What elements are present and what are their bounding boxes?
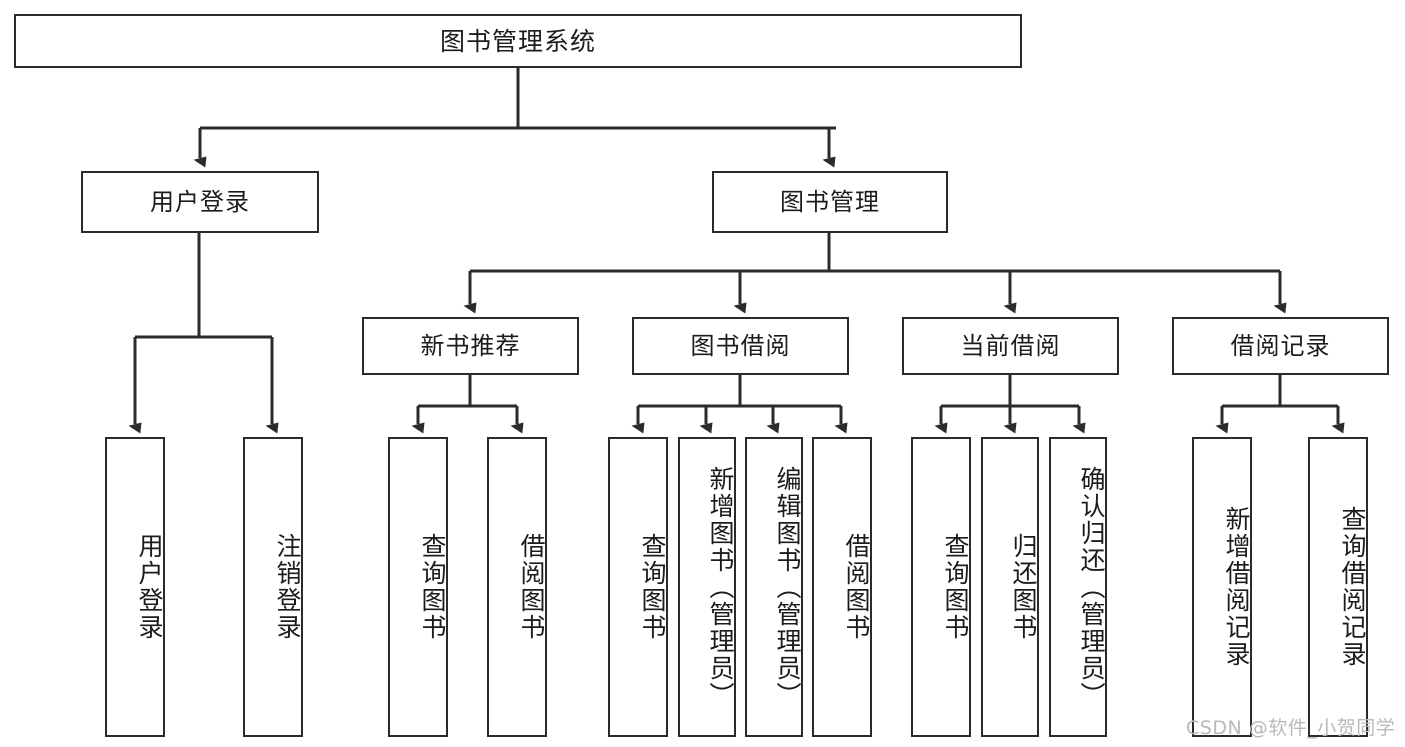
leaf-label: 新增借阅记录	[1222, 506, 1251, 668]
node-book-management[interactable]: 图书管理	[712, 171, 948, 233]
leaf-book-borrow-query[interactable]: 查询图书	[608, 437, 668, 737]
node-borrow-record[interactable]: 借阅记录	[1172, 317, 1389, 375]
leaf-current-borrow-return[interactable]: 归还图书	[981, 437, 1039, 737]
leaf-book-borrow-edit[interactable]: 编辑图书（管理员）	[745, 437, 803, 737]
leaf-label: 新增图书（管理员）	[706, 465, 735, 709]
leaf-current-borrow-confirm-return[interactable]: 确认归还（管理员）	[1049, 437, 1107, 737]
leaf-label: 归还图书	[1009, 533, 1038, 641]
leaf-new-book-query[interactable]: 查询图书	[388, 437, 448, 737]
leaf-new-book-borrow[interactable]: 借阅图书	[487, 437, 547, 737]
leaf-label: 注销登录	[273, 533, 302, 641]
leaf-book-borrow-add[interactable]: 新增图书（管理员）	[678, 437, 736, 737]
leaf-book-borrow-borrow[interactable]: 借阅图书	[812, 437, 872, 737]
csdn-watermark: CSDN @软件_小贺同学	[1186, 717, 1396, 739]
leaf-user-login-login[interactable]: 用户登录	[105, 437, 165, 737]
leaf-label: 查询借阅记录	[1338, 506, 1367, 668]
node-current-borrow[interactable]: 当前借阅	[902, 317, 1119, 375]
node-book-borrow[interactable]: 图书借阅	[632, 317, 849, 375]
leaf-borrow-record-add[interactable]: 新增借阅记录	[1192, 437, 1252, 737]
leaf-label: 确认归还（管理员）	[1077, 465, 1106, 709]
leaf-label: 借阅图书	[842, 533, 871, 641]
leaf-label: 查询图书	[418, 533, 447, 641]
leaf-label: 查询图书	[941, 533, 970, 641]
leaf-user-login-logout[interactable]: 注销登录	[243, 437, 303, 737]
node-user-login[interactable]: 用户登录	[81, 171, 319, 233]
leaf-label: 编辑图书（管理员）	[773, 465, 802, 709]
node-root-system[interactable]: 图书管理系统	[14, 14, 1022, 68]
node-new-book-recommend[interactable]: 新书推荐	[362, 317, 579, 375]
leaf-current-borrow-query[interactable]: 查询图书	[911, 437, 971, 737]
leaf-borrow-record-query[interactable]: 查询借阅记录	[1308, 437, 1368, 737]
leaf-label: 借阅图书	[517, 533, 546, 641]
leaf-label: 查询图书	[638, 533, 667, 641]
leaf-label: 用户登录	[135, 533, 164, 641]
